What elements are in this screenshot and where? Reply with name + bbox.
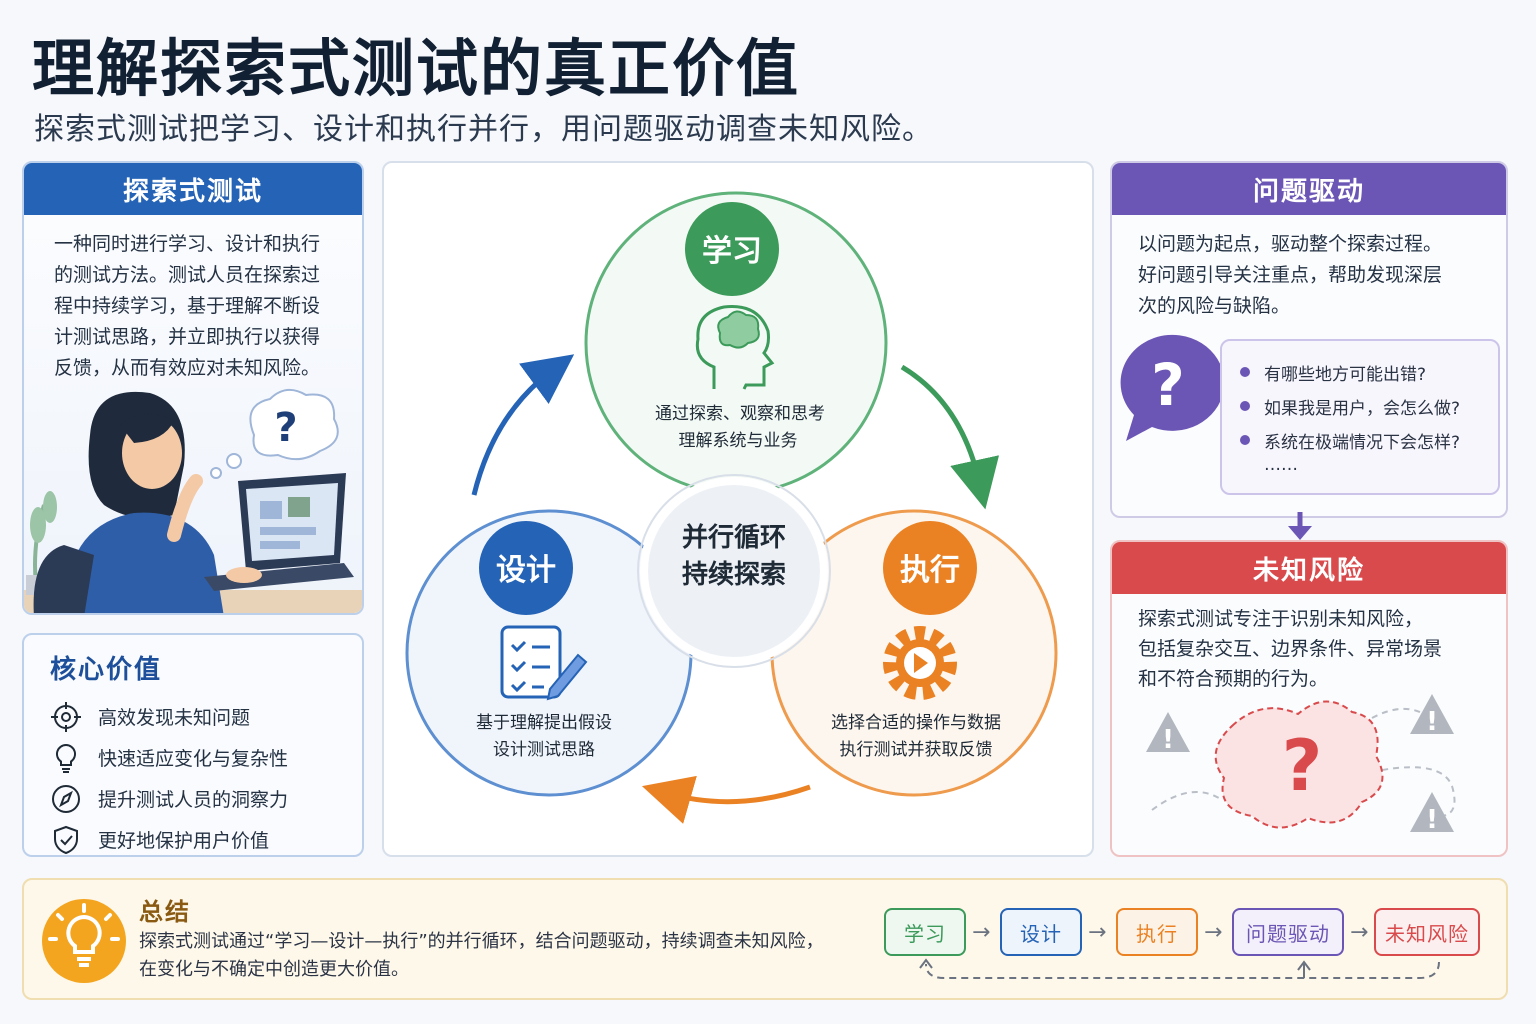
question-more: ……: [1264, 455, 1298, 475]
question-line: 以问题为起点，驱动整个探索过程。: [1138, 233, 1443, 255]
exploratory-line: 计测试思路，并立即执行以获得: [54, 326, 321, 348]
design-desc: 设计测试思路: [493, 740, 595, 760]
down-arrow-icon: [1288, 512, 1312, 540]
flow-step-question: 问题驱动: [1232, 908, 1344, 956]
flow-arrow: →: [1204, 920, 1223, 945]
learn-node: 学习 通过探索、观察和思考 理解系统与业务: [584, 191, 888, 495]
core-value-item: 更好地保护用户价值: [24, 819, 362, 855]
core-value-label: 提升测试人员的洞察力: [98, 789, 289, 811]
exploratory-card: 探索式测试 一种同时进行学习、设计和执行 的测试方法。测试人员在探索过 程中持续…: [22, 161, 364, 615]
question-list: 有哪些地方可能出错? 如果我是用户，会怎么做? 系统在极端情况下会怎样? ……: [1220, 339, 1500, 495]
unknown-risk-description: 探索式测试专注于识别未知风险， 包括复杂交互、边界条件、异常场景 和不符合预期的…: [1112, 594, 1506, 694]
design-label: 设计: [496, 553, 556, 588]
svg-text:!: !: [1426, 805, 1438, 835]
core-value-label: 高效发现未知问题: [98, 707, 251, 729]
execute-desc: 选择合适的操作与数据: [831, 713, 1001, 733]
flow-arrow: →: [972, 920, 991, 945]
risk-illustration: ? ! ! !: [1146, 694, 1456, 835]
bullet-dot: [1240, 401, 1250, 411]
exploratory-line: 一种同时进行学习、设计和执行: [54, 233, 321, 255]
gear-play-icon: [883, 626, 957, 700]
core-value-item: 提升测试人员的洞察力: [24, 778, 362, 819]
question-line: 好问题引导关注重点，帮助发现深层: [1138, 264, 1443, 286]
flow-arrow: →: [1088, 920, 1107, 945]
flow-step-execute: 执行: [1116, 908, 1198, 956]
loop-back-arrow: [919, 958, 1440, 979]
svg-text:!: !: [1162, 725, 1174, 755]
exploratory-line: 反馈，从而有效应对未知风险。: [54, 357, 321, 379]
warning-icon: !: [1410, 792, 1454, 835]
flow-step-learn: 学习: [884, 908, 966, 956]
cycle-diagram: 设计 基于理解提出假设 设计测试思路 执行 选择合适的操作与数据 执行测试并获取: [405, 191, 1058, 824]
execute-to-design-arrow: [641, 775, 811, 824]
core-value-label: 更好地保护用户价值: [98, 830, 270, 852]
warning-icon: !: [1410, 694, 1454, 737]
flow-step-design: 设计: [1000, 908, 1082, 956]
checklist-pencil-icon: [500, 625, 588, 701]
compass-icon: [52, 784, 80, 813]
learn-desc: 理解系统与业务: [679, 431, 798, 451]
learn-to-execute-arrow: [900, 364, 1000, 510]
risk-question-mark: ?: [1282, 725, 1323, 807]
question-item: 如果我是用户，会怎么做?: [1240, 389, 1498, 423]
question-line: 次的风险与缺陷。: [1138, 295, 1291, 317]
unknown-risk-heading: 未知风险: [1112, 542, 1506, 594]
question-bubble-icon: ?: [1120, 334, 1225, 441]
learn-label: 学习: [702, 234, 762, 269]
thought-question-mark: ?: [274, 405, 297, 451]
bullet-dot: [1240, 435, 1250, 445]
center-text: 并行循环: [682, 522, 786, 553]
question-driven-description: 以问题为起点，驱动整个探索过程。 好问题引导关注重点，帮助发现深层 次的风险与缺…: [1112, 215, 1506, 322]
core-value-item: 快速适应变化与复杂性: [24, 737, 362, 778]
risk-line: 和不符合预期的行为。: [1138, 668, 1329, 690]
bubble-question-mark: ?: [1151, 351, 1185, 419]
design-to-learn-arrow: [471, 354, 575, 496]
page-subtitle: 探索式测试把学习、设计和执行并行，用问题驱动调查未知风险。: [34, 112, 933, 147]
design-desc: 基于理解提出假设: [476, 713, 612, 733]
core-value-label: 快速适应变化与复杂性: [98, 748, 289, 770]
risk-line: 探索式测试专注于识别未知风险，: [1138, 608, 1424, 630]
exploratory-line: 程中持续学习，基于理解不断设: [54, 295, 321, 317]
question-driven-card: 问题驱动 以问题为起点，驱动整个探索过程。 好问题引导关注重点，帮助发现深层 次…: [1110, 161, 1508, 518]
lightbulb-icon: [42, 899, 126, 983]
execute-label: 执行: [900, 553, 960, 588]
learn-desc: 通过探索、观察和思考: [655, 404, 825, 424]
summary-text: 探索式测试通过“学习—设计—执行”的并行循环，结合问题驱动，持续调查未知风险， …: [139, 931, 824, 980]
summary-card: 总结 探索式测试通过“学习—设计—执行”的并行循环，结合问题驱动，持续调查未知风…: [22, 878, 1508, 1000]
lightbulb-icon: [55, 743, 77, 773]
tester-illustration: ?: [24, 388, 362, 613]
exploratory-line: 的测试方法。测试人员在探索过: [54, 264, 321, 286]
question-driven-heading: 问题驱动: [1112, 163, 1506, 215]
execute-desc: 执行测试并获取反馈: [840, 740, 993, 760]
question-item: 系统在极端情况下会怎样?: [1240, 423, 1498, 457]
unknown-risk-card: 未知风险 探索式测试专注于识别未知风险， 包括复杂交互、边界条件、异常场景 和不…: [1110, 540, 1508, 857]
summary-heading: 总结: [139, 898, 191, 926]
question-item: 有哪些地方可能出错?: [1240, 355, 1498, 389]
cycle-diagram-card: 设计 基于理解提出假设 设计测试思路 执行 选择合适的操作与数据 执行测试并获取: [382, 161, 1094, 857]
head-brain-icon: [695, 305, 775, 390]
shield-check-icon: [54, 825, 78, 854]
target-icon: [51, 701, 81, 732]
core-values-heading: 核心价值: [50, 655, 163, 685]
warning-icon: !: [1146, 712, 1190, 755]
center-node: 并行循环 持续探索: [637, 474, 831, 668]
bullet-dot: [1240, 367, 1250, 377]
flow-arrow: →: [1350, 920, 1369, 945]
exploratory-heading: 探索式测试: [24, 163, 362, 215]
flow-step-risk: 未知风险: [1374, 908, 1480, 956]
center-text: 持续探索: [682, 559, 786, 590]
svg-text:!: !: [1426, 707, 1438, 737]
page-title: 理解探索式测试的真正价值: [32, 32, 801, 105]
core-values-card: 核心价值 高效发现未知问题 快速适应变化与复杂性 提升测试人员的洞察力 更好地保…: [22, 633, 364, 857]
execute-node: 执行 选择合适的操作与数据 执行测试并获取反馈: [770, 509, 1058, 797]
risk-line: 包括复杂交互、边界条件、异常场景: [1138, 638, 1443, 660]
core-value-item: 高效发现未知问题: [24, 696, 362, 737]
design-node: 设计 基于理解提出假设 设计测试思路: [405, 509, 693, 797]
